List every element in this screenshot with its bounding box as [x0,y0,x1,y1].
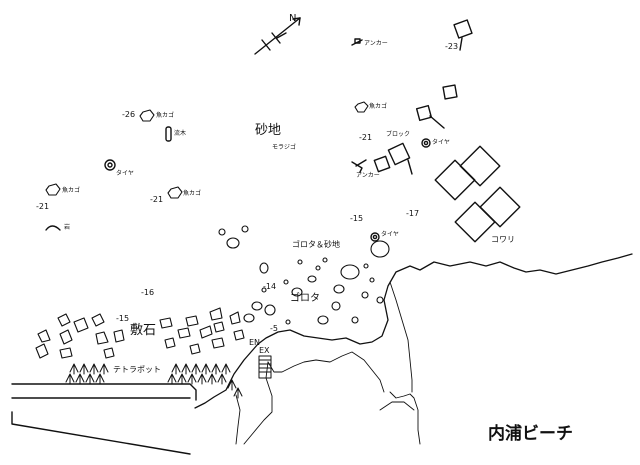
depth-label: -5 [270,324,278,333]
driftwood-icon [165,126,172,142]
tire-label: タイヤ [116,170,134,177]
depth-label: -17 [406,209,420,218]
gorota-label: ゴロタ [290,293,320,304]
rock-icon [45,225,61,231]
pier [11,383,197,455]
fish-cage-label: 魚カゴ [62,187,81,194]
exit-label: EX [259,346,270,355]
depth-label: -16 [141,288,155,297]
entry-steps [258,355,272,379]
depth-label: -23 [445,42,459,51]
north-label: N [289,13,297,24]
depth-label: -21 [150,195,164,204]
depth-label: -21 [36,202,50,211]
tetrapod-label: テトラポット [113,365,161,374]
fish-cage-label: 魚カゴ [156,112,175,119]
tire-icon [104,138,431,242]
rock-label: 岩 [64,224,71,231]
moraiza-label: モラジゴ [272,144,296,151]
tetrapod-row [65,363,243,399]
fish-cage-icon [45,101,369,199]
depth-label: -26 [122,110,136,119]
block-label: ブロック [386,131,411,138]
map-title: 内浦ビーチ [488,424,573,444]
anchor-label: アンカー [356,172,380,179]
driftwood-label: 流木 [174,130,187,137]
coastline-texture [235,281,421,445]
gorota-sand-label: ゴロタ＆砂地 [292,240,340,249]
paving-stones [35,307,245,359]
block-icon [373,19,473,175]
paving-stone-label: 敷石 [130,323,157,338]
north-arrow-icon [254,17,301,55]
anchor-icon [351,38,367,173]
anchor-label: アンカー [364,40,388,47]
sand-label: 砂地 [255,123,282,138]
kowari-structures [434,145,521,243]
tire-label: タイヤ [381,231,399,238]
kowari-label: コワリ [491,235,515,244]
coastline [194,253,633,409]
fish-cage-label: 魚カゴ [183,190,202,197]
tire-label: タイヤ [432,139,450,146]
gorota-rocks [218,225,390,325]
depth-label: -15 [116,314,130,323]
entry-label: EN [249,338,261,347]
depth-label: -15 [350,214,364,223]
depth-label: -21 [359,133,373,142]
depth-label: -14 [263,282,277,291]
fish-cage-label: 魚カゴ [369,103,388,110]
